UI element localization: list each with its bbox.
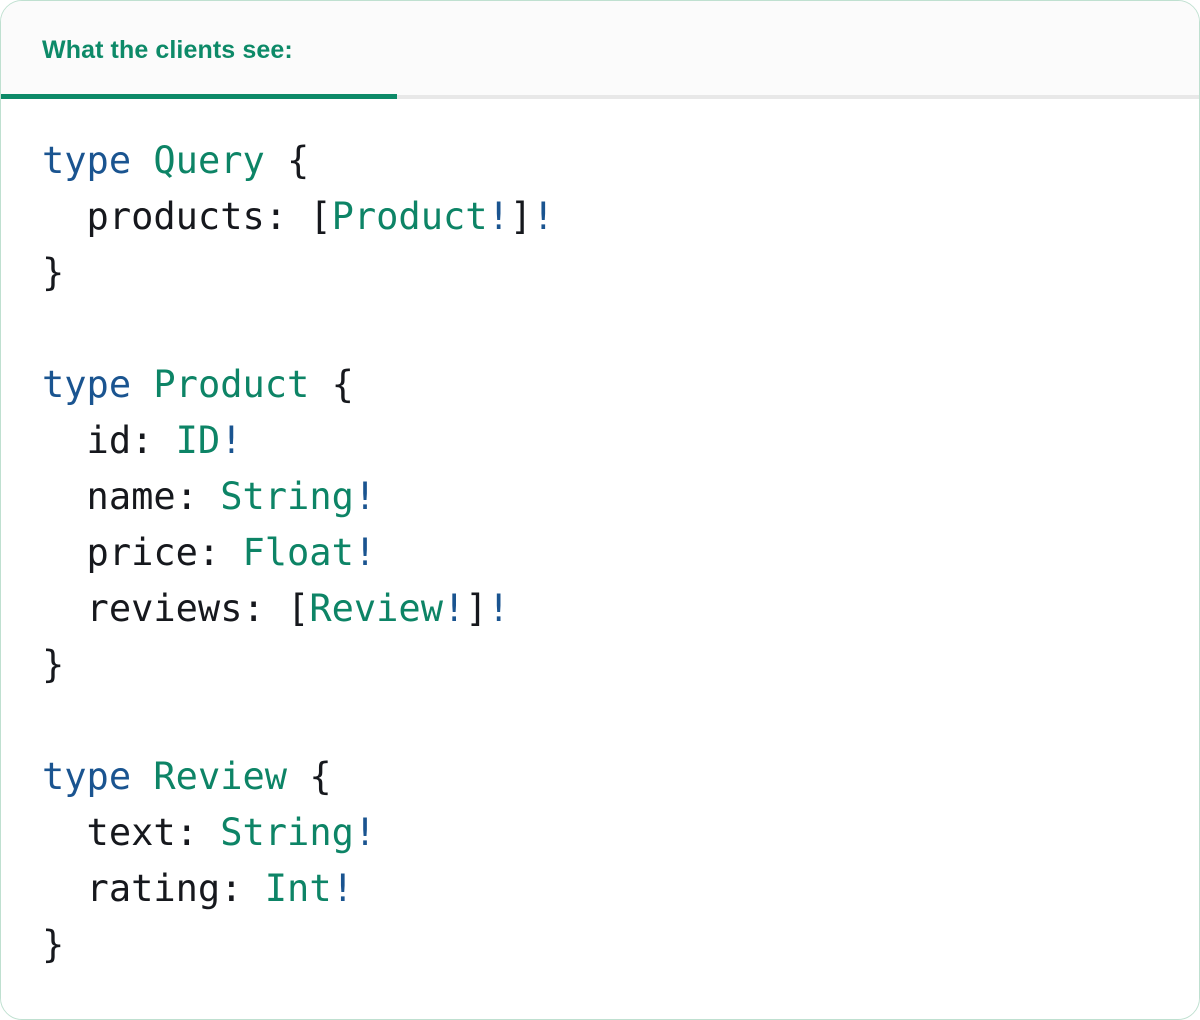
code-token-punc: [ (287, 587, 310, 630)
code-line: id: ID! (42, 413, 1199, 469)
code-line: } (42, 917, 1199, 973)
code-token-punc (131, 139, 153, 182)
code-token-punc: { (309, 363, 354, 406)
code-line: } (42, 637, 1199, 693)
code-token-punc (131, 363, 153, 406)
code-token-tname: Product (153, 363, 310, 406)
code-token-tname: ID (175, 419, 221, 462)
active-tab-underline (1, 94, 397, 99)
code-line (42, 301, 1199, 357)
code-token-fld: text: (42, 811, 221, 854)
code-token-bang: ! (331, 867, 354, 910)
code-token-bang: ! (487, 195, 510, 238)
code-token-punc (131, 755, 153, 798)
code-token-punc: { (264, 139, 310, 182)
code-token-tname: String (220, 475, 354, 518)
code-token-punc: ] (465, 587, 488, 630)
code-token-tname: String (220, 811, 354, 854)
code-line (42, 693, 1199, 749)
code-token-tname: Review (309, 587, 443, 630)
code-token-fld: rating: (42, 867, 265, 910)
code-token-fld: id: (42, 419, 176, 462)
tab-what-the-clients-see[interactable]: What the clients see: (1, 1, 397, 99)
code-token-tname: Query (153, 139, 265, 182)
code-line: name: String! (42, 469, 1199, 525)
code-token-bang: ! (353, 475, 377, 518)
code-token-punc: [ (309, 195, 332, 238)
code-line: rating: Int! (42, 861, 1199, 917)
code-token-kw: type (42, 755, 132, 798)
code-line: type Review { (42, 749, 1199, 805)
tab-strip: What the clients see: (1, 1, 1199, 99)
code-token-tname: Product (331, 195, 488, 238)
code-token-punc: ] (509, 195, 533, 238)
code-token-tname: Float (242, 531, 354, 574)
code-token-tname: Review (153, 755, 288, 798)
code-line: } (42, 245, 1199, 301)
code-token-bang: ! (442, 587, 466, 630)
code-token-bang: ! (220, 419, 243, 462)
code-line: products: [Product!]! (42, 189, 1199, 245)
code-token-kw: type (42, 363, 132, 406)
tab-strip-divider (1, 95, 1199, 99)
code-token-bang: ! (353, 811, 377, 854)
graphql-schema-code[interactable]: type Query { products: [Product!]!} type… (1, 133, 1199, 973)
code-token-punc: } (42, 643, 65, 686)
code-token-punc: } (42, 251, 65, 294)
code-line: text: String! (42, 805, 1199, 861)
tab-label: What the clients see: (42, 35, 293, 64)
code-token-bang: ! (353, 531, 377, 574)
code-area: type Query { products: [Product!]!} type… (1, 99, 1199, 1017)
code-token-punc: { (287, 755, 332, 798)
code-line: reviews: [Review!]! (42, 581, 1199, 637)
code-token-punc: } (42, 923, 65, 966)
code-line: type Query { (42, 133, 1199, 189)
code-token-bang: ! (487, 587, 510, 630)
code-line: type Product { (42, 357, 1199, 413)
code-token-kw: type (42, 139, 132, 182)
code-token-tname: Int (264, 867, 332, 910)
code-line: price: Float! (42, 525, 1199, 581)
code-token-fld: price: (42, 531, 243, 574)
code-token-bang: ! (532, 195, 555, 238)
code-token-fld: reviews: (42, 587, 288, 630)
code-token-fld: name: (42, 475, 221, 518)
code-token-fld: products: (42, 195, 310, 238)
